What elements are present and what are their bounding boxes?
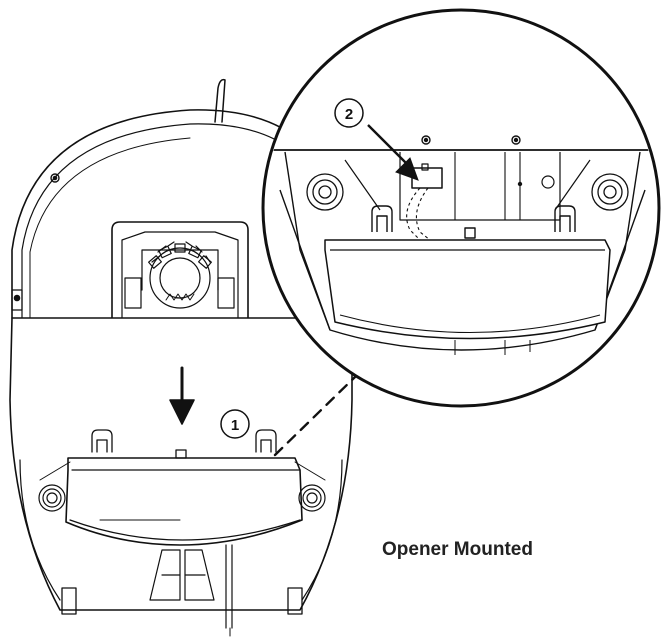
screw-left — [50, 173, 60, 183]
light-cover — [65, 457, 303, 546]
cover-tabs — [91, 429, 277, 459]
inset-bumper-right — [591, 173, 629, 211]
bumper-right — [298, 484, 326, 512]
callout-2-label: 2 — [345, 106, 353, 123]
diagram-caption: Opener Mounted — [382, 539, 533, 560]
callout-2: 2 — [334, 98, 364, 128]
antenna-wire — [214, 78, 226, 123]
leg-left — [61, 587, 77, 615]
vent-grid — [149, 544, 233, 637]
inset-bumper-left — [306, 173, 344, 211]
screw-inset-right — [511, 135, 521, 145]
inset-lens — [324, 239, 611, 340]
leg-right — [287, 587, 303, 615]
callout-1-label: 1 — [231, 417, 239, 434]
sprocket-housing — [111, 221, 249, 319]
side-latch — [11, 289, 23, 311]
callout-1: 1 — [220, 409, 250, 439]
callout-2-pointer — [367, 124, 419, 181]
leader-line — [273, 375, 357, 457]
bumper-left — [38, 484, 66, 512]
sprocket — [147, 241, 213, 309]
motor-dome — [11, 109, 301, 319]
screw-inset-left — [421, 135, 431, 145]
